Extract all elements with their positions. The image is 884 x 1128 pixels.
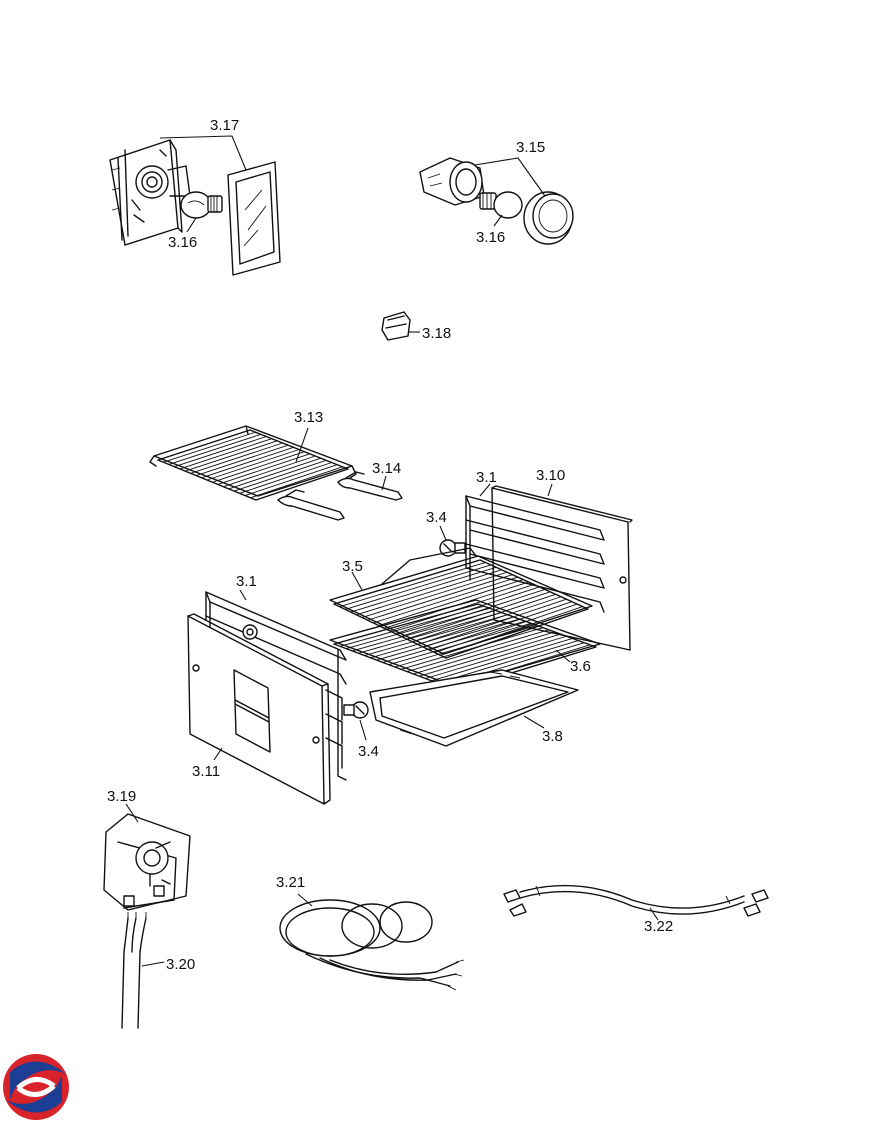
shelf-bar — [382, 620, 526, 663]
lamp-bulb-right — [479, 191, 523, 219]
label-3-22: 3.22 — [644, 918, 673, 935]
shelf-bar — [361, 571, 508, 618]
shelf-bar — [206, 449, 300, 481]
shelf-bar — [394, 625, 538, 668]
shelf-bar — [239, 462, 332, 494]
callout-3-1-left: 3.1 — [236, 573, 257, 601]
label-3-6: 3.6 — [570, 658, 591, 675]
shelf-bar — [212, 451, 305, 483]
wiring-harness-3-21: 3.21 — [276, 874, 465, 991]
shelf-bar — [250, 466, 343, 499]
shelf-bar — [345, 564, 491, 610]
shelf-bar — [431, 637, 573, 682]
side-panel-right-3-10 — [465, 485, 633, 651]
label-3-20: 3.20 — [166, 956, 195, 973]
panel-fixing-knob — [242, 624, 258, 640]
shelf-bar — [346, 607, 490, 650]
shelf-bar — [244, 464, 338, 496]
brand-logo — [3, 1054, 69, 1120]
label-3-16-left: 3.16 — [168, 234, 197, 251]
shelf-bar — [228, 457, 321, 490]
label-3-11: 3.11 — [192, 763, 220, 780]
label-3-19: 3.19 — [107, 788, 136, 805]
clip-part: 3.18 — [381, 311, 451, 342]
shelf-bar — [358, 612, 502, 654]
label-3-21: 3.21 — [276, 874, 305, 891]
shelf-bar — [352, 610, 496, 652]
shelf-bar — [356, 569, 502, 616]
terminal-block-3-19: 3.19 — [103, 788, 191, 911]
callout-3-1-right: 3.1 — [476, 469, 497, 497]
shelf-support-3-14: 3.14 — [277, 460, 403, 521]
shelf-bar — [407, 629, 549, 673]
grill-shelf-bars — [339, 605, 591, 689]
shelf-bar — [179, 438, 272, 470]
shelf-bar — [376, 618, 520, 661]
shelf-bar — [419, 633, 561, 677]
label-3-16-right: 3.16 — [476, 229, 505, 246]
shelf-bar — [370, 616, 514, 659]
lamp-assembly-round — [419, 157, 574, 245]
shelf-bar — [373, 576, 518, 624]
shelf-bar — [339, 562, 486, 608]
callout-3-16-right: 3.16 — [476, 214, 505, 246]
label-3-15: 3.15 — [516, 139, 545, 156]
label-3-5: 3.5 — [342, 558, 363, 575]
label-3-18: 3.18 — [422, 325, 451, 342]
shelf-bar — [174, 436, 267, 468]
shelf-bar — [217, 453, 311, 485]
shelf-bar — [168, 433, 262, 465]
shelf-bar — [425, 635, 567, 679]
round-glass-cover — [523, 191, 574, 245]
shelf-bar — [339, 605, 485, 647]
shelf-bar — [437, 640, 579, 684]
shelf-bar — [201, 446, 294, 479]
side-panel-left-3-11: 3.11 — [187, 613, 331, 805]
fixing-screw-upper: 3.4 — [426, 509, 466, 557]
callout-3-15: 3.15 — [474, 139, 546, 197]
label-3-1-right: 3.1 — [476, 469, 497, 486]
callout-3-17: 3.17 — [159, 117, 247, 171]
connecting-lead-3-22: 3.22 — [503, 884, 769, 935]
glass-cover — [227, 161, 281, 276]
shelf-bar — [185, 440, 278, 472]
shelf-bar — [378, 579, 524, 627]
shelf-bar — [234, 459, 327, 492]
shelf-bar — [367, 574, 513, 621]
mains-cable-3-20: 3.20 — [121, 912, 195, 1029]
callout-3-10: 3.10 — [536, 467, 565, 497]
wire-shelf-bars — [163, 431, 343, 499]
lamp-bulb-left — [180, 191, 223, 219]
lamp-assembly-rear — [109, 139, 281, 276]
shelf-bar — [364, 614, 508, 656]
label-3-8: 3.8 — [542, 728, 563, 745]
shelf-bar — [190, 442, 283, 474]
shelf-bar — [413, 631, 555, 675]
label-3-13: 3.13 — [294, 409, 323, 426]
shelf-bar — [423, 598, 567, 648]
label-3-17: 3.17 — [210, 117, 239, 134]
baking-tray-3-8: 3.8 — [369, 669, 579, 747]
shelf-bar — [417, 596, 562, 645]
shelf-bar — [350, 566, 497, 613]
label-3-4-lower: 3.4 — [358, 743, 379, 760]
wire-shelf-3-13: 3.13 — [149, 409, 357, 501]
grill-shelf-3-6: 3.6 — [329, 599, 601, 691]
label-3-4-upper: 3.4 — [426, 509, 447, 526]
fixing-screw-lower: 3.4 — [343, 701, 379, 760]
label-3-10: 3.10 — [536, 467, 565, 484]
shelf-bar — [195, 444, 289, 476]
shelf-bar — [163, 431, 256, 463]
callout-3-16-left: 3.16 — [168, 217, 197, 251]
label-3-14: 3.14 — [372, 460, 401, 477]
shelf-bar — [400, 627, 544, 670]
label-3-1-left: 3.1 — [236, 573, 257, 590]
shelf-bar — [388, 622, 532, 666]
shelf-bar — [223, 455, 316, 488]
